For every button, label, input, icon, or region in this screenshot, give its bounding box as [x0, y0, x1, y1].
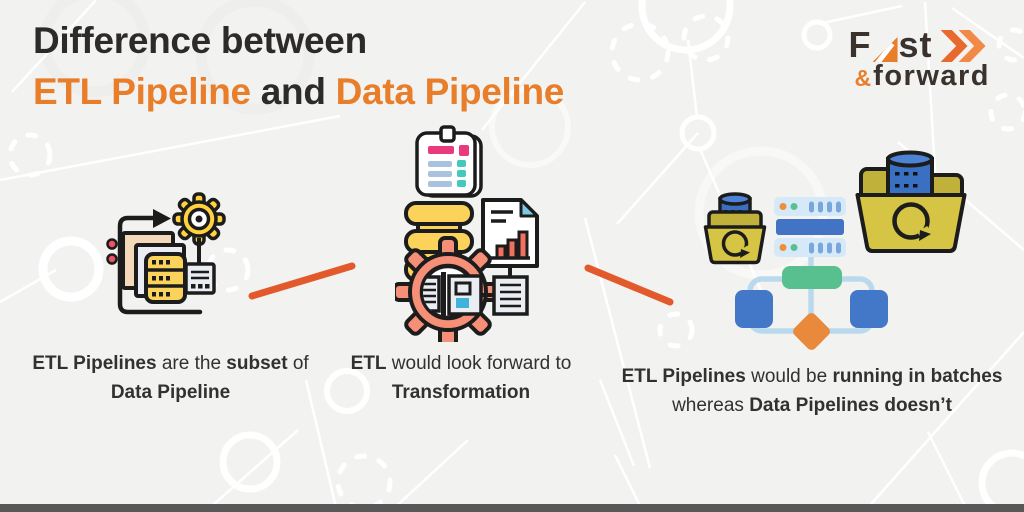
red-dot: [106, 238, 118, 250]
folders-server-flowchart-icon: [703, 150, 967, 350]
sync-arrow-icon: [721, 230, 749, 257]
large-sync-folder-icon: [855, 150, 967, 253]
chart-document-icon: [481, 198, 539, 268]
connector-lines: [248, 262, 674, 306]
brand-word-fast: F st: [849, 24, 990, 64]
server-icon: [144, 252, 187, 304]
brand-ampersand: &: [854, 65, 872, 91]
brand-letter-f: F: [848, 24, 872, 65]
caption-etl-batches: ETL Pipelines would be running in batche…: [621, 366, 1003, 416]
clipboard-icon: [415, 125, 483, 198]
documents-server-gear-icon: [106, 192, 226, 315]
connector-line-left: [248, 262, 356, 300]
flowchart: [735, 257, 888, 350]
database-gear-transformation-icon: [395, 125, 539, 342]
brand-word-forward: & forward: [849, 60, 990, 92]
brand-letters-st: st: [898, 24, 933, 65]
dash-squiggles: [7, 13, 1024, 511]
caption-etl-transformation: ETL would look forward to Transformation: [350, 353, 572, 403]
brand-logo: F st & forward: [849, 24, 990, 92]
server-rack-icon: [774, 197, 846, 257]
brand-word-forward-text: forward: [873, 60, 990, 92]
title-line1: Difference between: [33, 20, 367, 61]
flow-green-node: [782, 266, 842, 289]
flow-blue-node: [850, 290, 888, 328]
sync-arrow-icon: [892, 202, 930, 240]
red-dot: [106, 253, 118, 265]
arrow-icon: [153, 209, 171, 228]
flow-right-box: [492, 275, 529, 316]
title-line2: ETL Pipeline and Data Pipeline: [33, 71, 565, 112]
caption-etl-subset: ETL Pipelines are the subset of Data Pip…: [32, 353, 309, 403]
flow-blue-node: [735, 290, 773, 328]
gear-icon: [172, 192, 226, 246]
database-cylinder-icon: [886, 150, 934, 199]
footer-bar: [0, 504, 1024, 512]
connector-line-right: [584, 264, 674, 306]
receipt-panel: [184, 262, 216, 295]
page-title: Difference between ETL Pipeline and Data…: [33, 18, 564, 115]
flow-diamond-node: [793, 313, 830, 350]
small-sync-folder-icon: [703, 192, 767, 265]
brand-a-triangle-icon: [872, 37, 898, 62]
flow-middle-box: [447, 274, 483, 316]
